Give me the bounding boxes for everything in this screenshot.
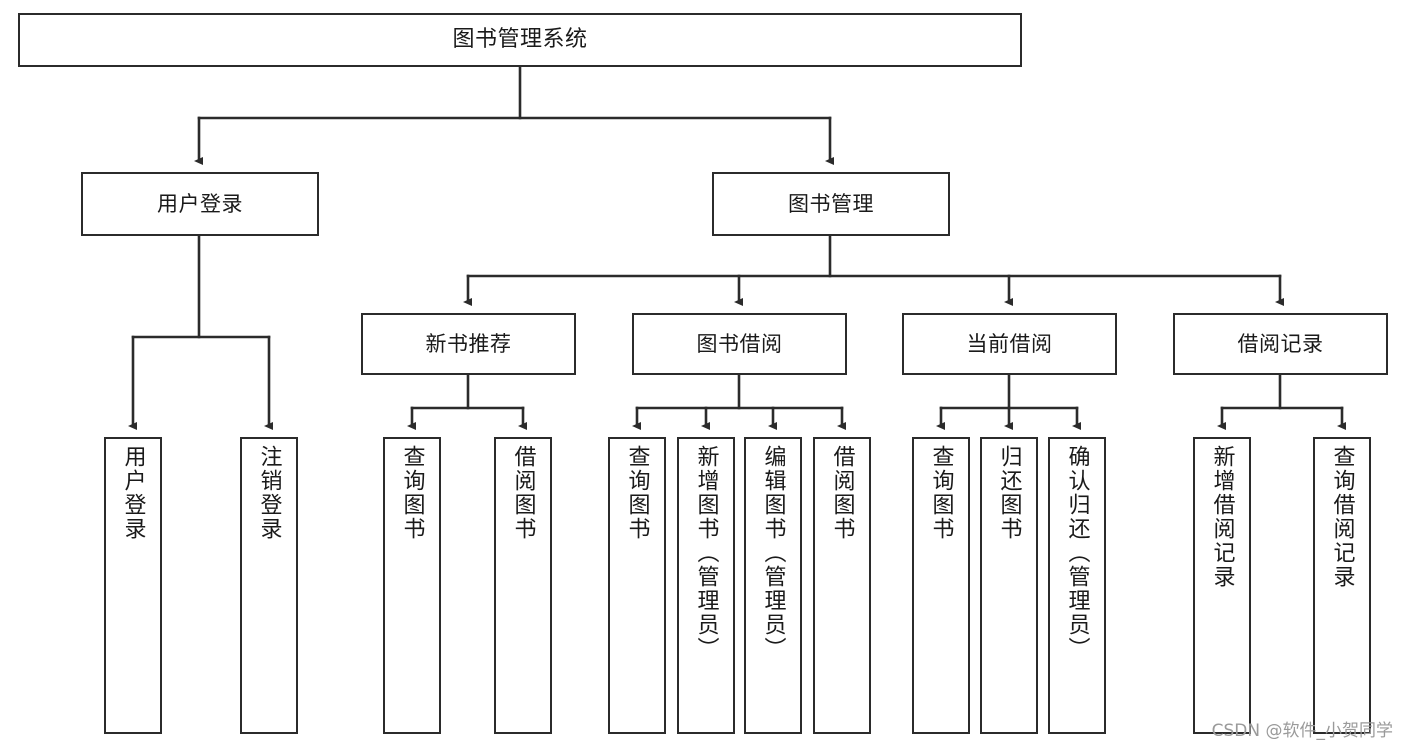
node-label: 查询图书: [928, 445, 954, 541]
node-leaf-new-book-borrow[interactable]: 借阅图书: [494, 437, 552, 734]
node-leaf-current-confirm-return[interactable]: 确认归还（管理员）: [1048, 437, 1106, 734]
node-label: 新书推荐: [425, 331, 512, 356]
node-leaf-borrow-add-book[interactable]: 新增图书（管理员）: [677, 437, 735, 734]
node-label: 查询借阅记录: [1329, 445, 1355, 589]
node-root-book-management-system[interactable]: 图书管理系统: [18, 13, 1022, 67]
node-leaf-record-query-record[interactable]: 查询借阅记录: [1313, 437, 1371, 734]
node-new-book-recommend[interactable]: 新书推荐: [361, 313, 576, 375]
node-leaf-borrow-borrow-book[interactable]: 借阅图书: [813, 437, 871, 734]
node-user-login[interactable]: 用户登录: [81, 172, 319, 236]
node-label: 确认归还（管理员）: [1064, 445, 1090, 661]
node-leaf-record-add-record[interactable]: 新增借阅记录: [1193, 437, 1251, 734]
node-label: 用户登录: [157, 191, 243, 216]
node-leaf-borrow-query-book[interactable]: 查询图书: [608, 437, 666, 734]
node-label: 注销登录: [256, 445, 282, 541]
node-borrow-record[interactable]: 借阅记录: [1173, 313, 1388, 375]
node-label: 编辑图书（管理员）: [760, 445, 786, 661]
node-leaf-current-query-book[interactable]: 查询图书: [912, 437, 970, 734]
node-label: 图书管理: [788, 191, 874, 216]
node-leaf-current-return-book[interactable]: 归还图书: [980, 437, 1038, 734]
node-label: 图书借阅: [696, 331, 783, 356]
node-label: 借阅图书: [829, 445, 855, 541]
node-leaf-user-login-login[interactable]: 用户登录: [104, 437, 162, 734]
node-label: 借阅记录: [1237, 331, 1324, 356]
node-label: 新增图书（管理员）: [693, 445, 719, 661]
node-label: 当前借阅: [966, 331, 1053, 356]
node-leaf-user-login-logout[interactable]: 注销登录: [240, 437, 298, 734]
node-label: 图书管理系统: [452, 27, 588, 53]
node-book-management[interactable]: 图书管理: [712, 172, 950, 236]
node-label: 用户登录: [120, 445, 146, 541]
node-label: 查询图书: [624, 445, 650, 541]
node-current-borrow[interactable]: 当前借阅: [902, 313, 1117, 375]
node-label: 新增借阅记录: [1209, 445, 1235, 589]
node-leaf-borrow-edit-book[interactable]: 编辑图书（管理员）: [744, 437, 802, 734]
node-label: 归还图书: [996, 445, 1022, 541]
node-leaf-new-book-query[interactable]: 查询图书: [383, 437, 441, 734]
watermark-text: CSDN @软件_小贺同学: [1211, 721, 1393, 741]
node-label: 借阅图书: [510, 445, 536, 541]
node-book-borrow[interactable]: 图书借阅: [632, 313, 847, 375]
node-label: 查询图书: [399, 445, 425, 541]
